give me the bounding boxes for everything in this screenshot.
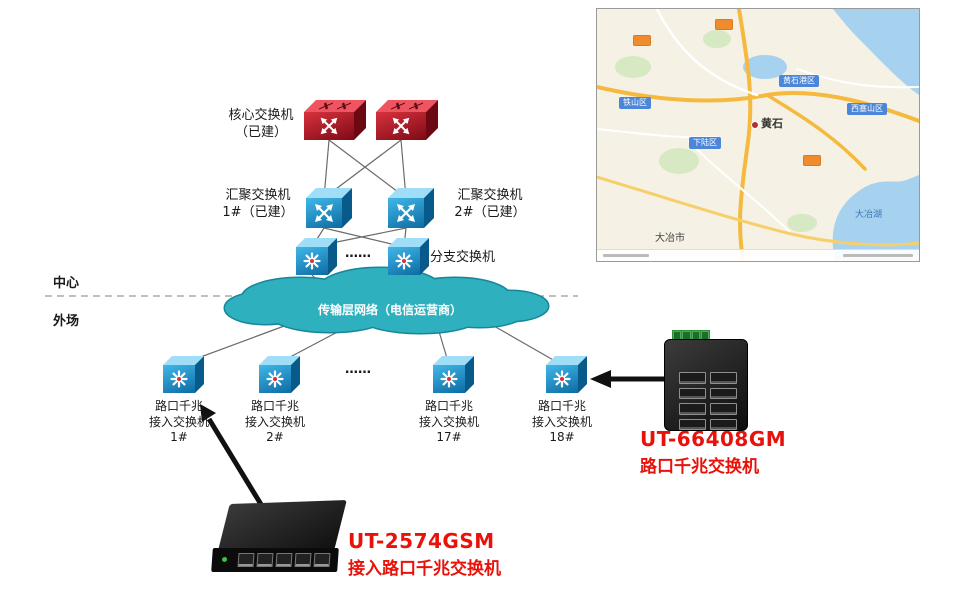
switch-star-icon xyxy=(170,370,188,388)
switch-star-icon xyxy=(303,252,321,270)
cube-front-face xyxy=(433,365,465,393)
cloud-label: 传输层网络（电信运营商） xyxy=(317,303,462,317)
switch-star-icon xyxy=(266,370,284,388)
branch-ellipsis: …… xyxy=(345,246,371,261)
switch-star-icon xyxy=(395,252,413,270)
industrial-switch-desc: 路口千兆交换机 xyxy=(640,457,759,477)
district-badge-huangshigang: 黄石港区 xyxy=(779,75,819,87)
road-shield xyxy=(803,155,821,166)
city-marker xyxy=(751,121,759,129)
desktop-switch-model: UT-2574GSM xyxy=(348,529,495,553)
attribution-text-blur xyxy=(603,254,649,257)
district-badge-xisaishan: 西塞山区 xyxy=(847,103,887,115)
cube-front-face xyxy=(163,365,195,393)
cube-top-face xyxy=(304,100,366,112)
cube-front-face xyxy=(259,365,291,393)
access-switch-1-label: 路口千兆 接入交换机 1# xyxy=(148,399,209,445)
industrial-switch-image xyxy=(662,330,750,431)
water-areas xyxy=(743,9,919,261)
field-zone-label: 外场 xyxy=(52,314,79,329)
desktop-switch-image xyxy=(210,499,350,580)
access-switch-17-label: 路口千兆 接入交换机 17# xyxy=(418,399,479,445)
road-shield xyxy=(715,19,733,30)
switch-pattern-icon xyxy=(390,102,424,110)
cube-front-face xyxy=(304,112,354,140)
switch-arrows-icon xyxy=(392,117,410,135)
roads xyxy=(597,9,919,261)
district-badge-xialu: 下陆区 xyxy=(689,137,721,149)
industrial-switch-model: UT-66408GM xyxy=(640,427,787,451)
aggregation-switch-1-label: 汇聚交换机 1#（已建） xyxy=(222,188,294,220)
switch-front-panel xyxy=(211,548,339,572)
switch-pattern-icon xyxy=(318,102,352,110)
cube-front-face xyxy=(546,365,578,393)
road-shield xyxy=(633,35,651,46)
switch-star-icon xyxy=(553,370,571,388)
branch-switch-label: 分支交换机 xyxy=(430,250,496,265)
district-badge-tieshan: 铁山区 xyxy=(619,97,651,109)
city-label: 黄石 xyxy=(761,117,783,130)
cube-top-face xyxy=(376,100,438,112)
power-led xyxy=(221,557,228,562)
switch-chassis xyxy=(664,339,748,431)
cube-front-face xyxy=(388,198,424,228)
arrow-industrial-to-switch18 xyxy=(590,370,664,388)
switch-arrows-icon xyxy=(315,204,333,222)
access-switch-2-label: 路口千兆 接入交换机 2# xyxy=(244,399,305,445)
ethernet-ports xyxy=(679,372,737,430)
switch-top-cover xyxy=(217,499,347,555)
center-zone-label: 中心 xyxy=(52,276,79,291)
access-switch-18-label: 路口千兆 接入交换机 18# xyxy=(531,399,592,445)
cube-front-face xyxy=(306,198,342,228)
map-panel: 铁山区 下陆区 黄石港区 西塞山区 黄石 大冶市 大冶湖 xyxy=(596,8,920,262)
cube-front-face xyxy=(388,247,420,275)
desktop-switch-desc: 接入路口千兆交换机 xyxy=(348,559,501,579)
county-label: 大冶市 xyxy=(655,233,685,244)
cube-front-face xyxy=(376,112,426,140)
switch-arrows-icon xyxy=(397,204,415,222)
attribution-text-blur xyxy=(843,254,913,257)
lake-label: 大冶湖 xyxy=(855,210,883,220)
access-ellipsis: …… xyxy=(345,362,371,377)
map-attribution-bar xyxy=(597,249,919,261)
cube-front-face xyxy=(296,247,328,275)
park-areas xyxy=(615,30,817,232)
ethernet-ports xyxy=(237,553,331,567)
switch-star-icon xyxy=(440,370,458,388)
switch-arrows-icon xyxy=(320,117,338,135)
map-graphics xyxy=(597,9,919,261)
core-switch-label: 核心交换机 （已建） xyxy=(228,108,294,140)
aggregation-switch-2-label: 汇聚交换机 2#（已建） xyxy=(454,188,526,220)
